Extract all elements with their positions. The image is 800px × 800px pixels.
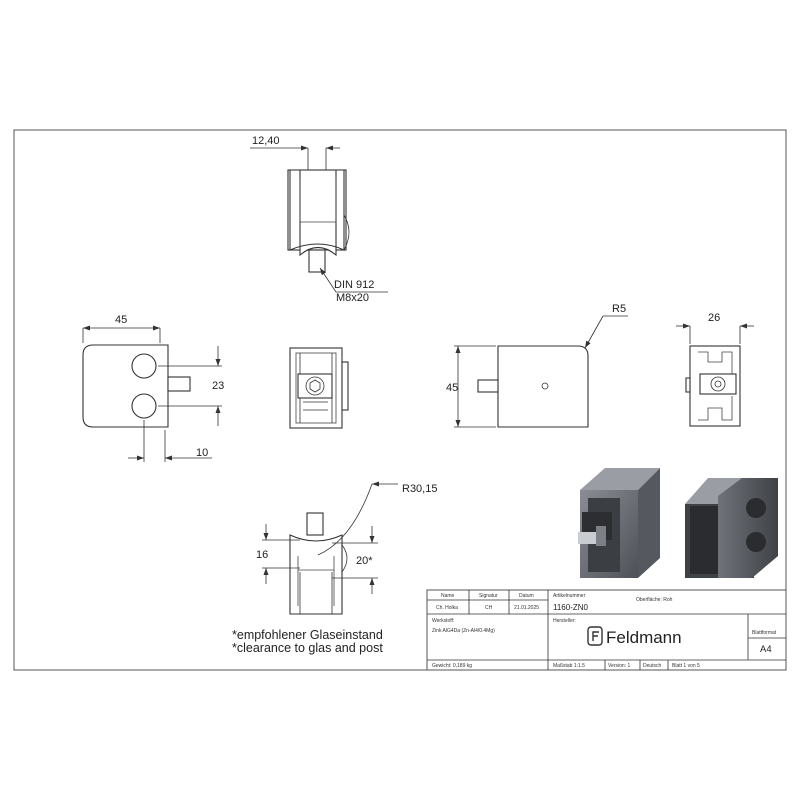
tb-format-label: Blattformat — [752, 630, 777, 636]
dim-edge-offset: 10 — [196, 447, 208, 459]
tb-language: Deutsch — [643, 663, 662, 669]
tb-header-date: Datum — [519, 593, 534, 599]
dim-top-width: 12,40 — [252, 135, 280, 147]
feldmann-logo-icon — [587, 626, 603, 646]
dim-hole-spacing: 23 — [212, 380, 224, 392]
tb-surface: Oberfläche: Roh — [636, 597, 673, 603]
screw-spec-line2: M8x20 — [336, 292, 369, 304]
tb-scale: Maßstab 1:1.5 — [553, 663, 585, 669]
render-3d-right — [685, 478, 778, 578]
tb-format-value: A4 — [760, 644, 772, 655]
tb-version: Version: 1 — [608, 663, 630, 669]
side-view: 26 — [676, 312, 754, 427]
front-view: 45 23 10 — [82, 314, 224, 462]
tb-sheet: Blatt 1 von 5 — [672, 663, 700, 669]
drawing-frame — [13, 129, 787, 671]
dim-back-height: 45 — [446, 382, 458, 394]
note-clearance-en: *clearance to glas and post — [232, 641, 383, 655]
back-view: 45 R5 — [446, 303, 628, 428]
dim-radius-curve: R30,15 — [402, 483, 437, 495]
dim-radius-corner: R5 — [612, 303, 626, 315]
tb-header-signature: Signatur — [479, 593, 498, 599]
render-3d-left — [578, 468, 660, 578]
dim-bottom-clearance: 20* — [356, 555, 373, 567]
tb-material-label: Werkstoff: — [432, 618, 454, 624]
dim-bottom-slot: 16 — [256, 549, 268, 561]
dim-side-width: 26 — [708, 312, 720, 324]
rear-view — [289, 347, 349, 429]
tb-material-value: Zink AlG4Da (Zn-Al4/0.4Mg) — [432, 628, 495, 634]
tb-drawn-by: Ch. Holka — [436, 605, 458, 611]
tb-signature: CH — [485, 605, 493, 611]
tb-weight: Gewicht: 0,189 kg — [432, 663, 472, 669]
bottom-view: R30,15 16 20* — [256, 481, 437, 615]
tb-manufacturer-label: Hersteller: — [553, 618, 576, 624]
note-clearance-de: *empfohlener Glaseinstand — [232, 628, 383, 642]
tb-header-name: Name — [441, 593, 455, 599]
dim-front-width: 45 — [115, 314, 127, 326]
tb-date: 21.01.2025 — [514, 605, 539, 611]
tb-article-number: 1160-ZN0 — [553, 603, 589, 612]
top-view: 12,40 DIN 912 M8x20 — [250, 135, 388, 304]
screw-spec-line1: DIN 912 — [334, 279, 374, 291]
tb-brand: Feldmann — [606, 628, 682, 647]
tb-article-label: Artikelnummer — [553, 593, 586, 599]
title-block: Name Signatur Datum Ch. Holka CH 21.01.2… — [426, 589, 787, 671]
